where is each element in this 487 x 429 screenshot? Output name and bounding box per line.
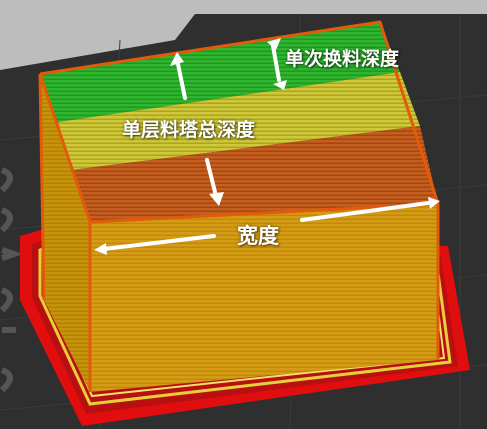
top-orange-band — [72, 126, 438, 222]
tower-side-face — [40, 74, 90, 392]
tower-total-depth-label: 单层料塔总深度 — [122, 119, 256, 141]
top-green-band — [40, 22, 400, 122]
change-depth-arrow — [271, 44, 281, 82]
tower-depth-arrowhead-down — [209, 192, 224, 206]
width-arrow-right — [300, 201, 430, 222]
tower-front-face — [90, 204, 438, 392]
bed-logo-marks — [0, 167, 24, 393]
annotation-arrows — [94, 38, 440, 255]
width-arrowhead-left — [94, 243, 107, 255]
tower-depth-arrowhead-up — [170, 52, 184, 66]
tower-depth-arrow-up — [176, 62, 187, 100]
change-depth-arrowhead-bottom — [273, 80, 287, 90]
top-yellow-band — [58, 72, 420, 170]
width-arrowhead-right — [428, 197, 440, 209]
change-depth-arrowhead-top — [267, 38, 281, 50]
width-arrow-left — [102, 234, 216, 251]
tower-depth-arrow-down — [205, 158, 218, 198]
width-label: 宽度 — [237, 224, 279, 248]
single-change-depth-label: 单次换料深度 — [285, 48, 400, 70]
tower-edges — [38, 20, 440, 392]
